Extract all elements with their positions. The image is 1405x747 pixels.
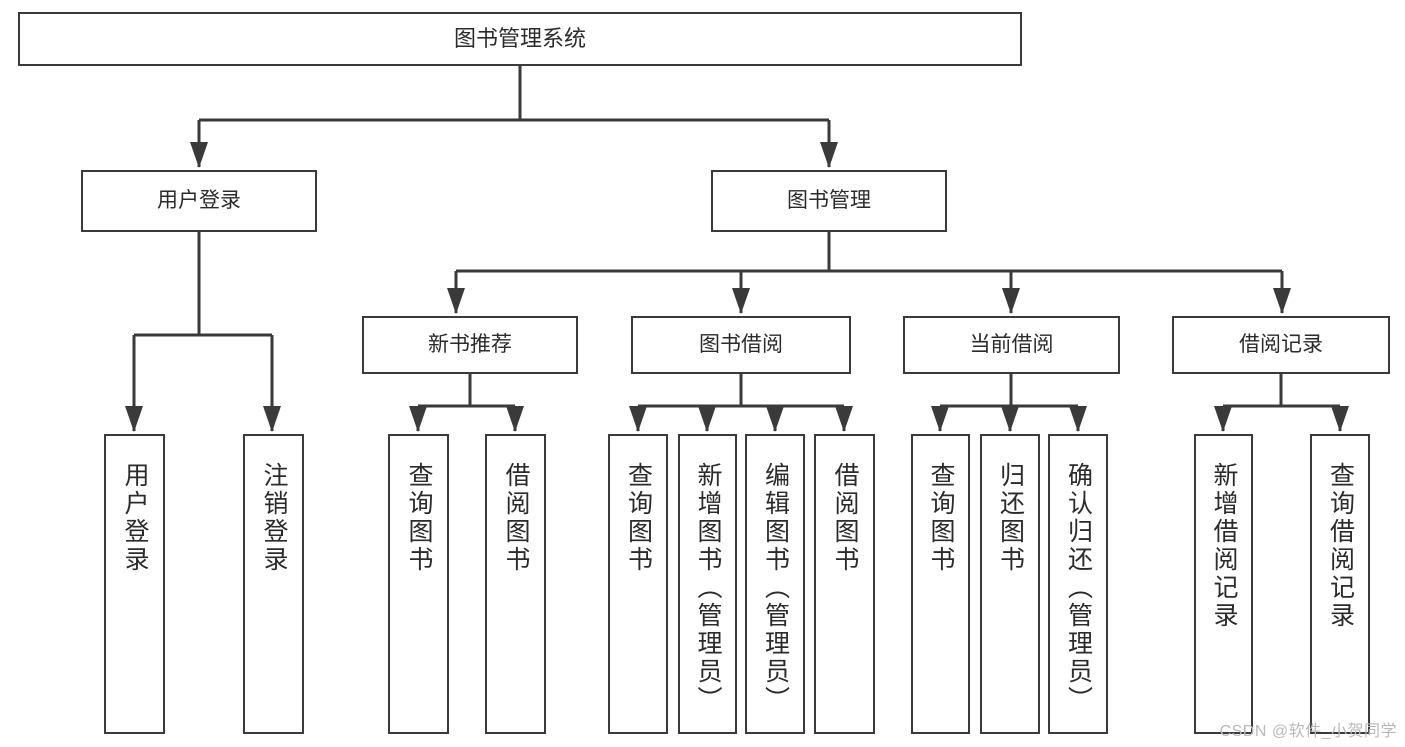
node-label: 查询图书 [927, 462, 955, 574]
node-leaf1[interactable]: 用户登录 [104, 434, 165, 734]
node-label: 确认归还（管理员） [1064, 462, 1093, 714]
node-label: 归还图书 [996, 462, 1025, 574]
node-leaf10[interactable]: 归还图书 [980, 434, 1040, 734]
node-label: 借阅记录 [1239, 332, 1323, 356]
node-root[interactable]: 图书管理系统 [18, 12, 1022, 66]
arrowhead-icon [506, 406, 524, 432]
node-records[interactable]: 借阅记录 [1172, 316, 1390, 374]
node-leaf6[interactable]: 新增图书（管理员） [678, 434, 737, 734]
node-bookmgmt[interactable]: 图书管理 [711, 170, 947, 232]
arrowhead-icon [1069, 406, 1087, 432]
arrowhead-icon [1002, 288, 1020, 314]
node-borrow[interactable]: 图书借阅 [631, 316, 851, 374]
arrowhead-icon [1001, 406, 1019, 432]
node-leaf9[interactable]: 查询图书 [911, 434, 970, 734]
arrowhead-icon [125, 406, 143, 432]
arrowhead-icon [1331, 406, 1349, 432]
node-label: 查询借阅记录 [1326, 462, 1355, 630]
node-label: 新增借阅记录 [1210, 462, 1238, 630]
node-label: 借阅图书 [502, 462, 530, 574]
node-label: 新书推荐 [428, 332, 512, 356]
arrowhead-icon [698, 406, 716, 432]
node-leaf2[interactable]: 注销登录 [243, 434, 304, 734]
node-label: 查询图书 [624, 462, 653, 574]
node-leaf11[interactable]: 确认归还（管理员） [1048, 434, 1108, 734]
node-label: 编辑图书（管理员） [761, 462, 790, 714]
node-label: 查询图书 [405, 462, 433, 574]
node-leaf3[interactable]: 查询图书 [388, 434, 449, 734]
node-leaf12[interactable]: 新增借阅记录 [1194, 434, 1253, 734]
node-label: 图书管理系统 [453, 26, 586, 52]
node-leaf4[interactable]: 借阅图书 [485, 434, 546, 734]
arrowhead-icon [1273, 288, 1291, 314]
node-label: 图书借阅 [699, 332, 783, 356]
arrowhead-icon [263, 406, 281, 432]
node-label: 用户登录 [121, 462, 149, 574]
node-leaf5[interactable]: 查询图书 [608, 434, 668, 734]
arrowhead-icon [629, 406, 647, 432]
arrowhead-icon [820, 142, 838, 168]
node-leaf8[interactable]: 借阅图书 [814, 434, 875, 734]
node-label: 图书管理 [787, 188, 871, 212]
arrowhead-icon [732, 288, 750, 314]
node-newbook[interactable]: 新书推荐 [362, 316, 578, 374]
node-leaf7[interactable]: 编辑图书（管理员） [745, 434, 805, 734]
arrowhead-icon [409, 406, 427, 432]
arrowhead-icon [1214, 406, 1232, 432]
arrowhead-icon [766, 406, 784, 432]
node-label: 借阅图书 [831, 462, 859, 574]
node-label: 新增图书（管理员） [694, 462, 722, 714]
node-label: 注销登录 [260, 462, 288, 574]
node-login[interactable]: 用户登录 [81, 170, 317, 232]
arrowhead-icon [447, 288, 465, 314]
node-label: 用户登录 [157, 188, 241, 212]
node-label: 当前借阅 [969, 332, 1054, 356]
node-leaf13[interactable]: 查询借阅记录 [1310, 434, 1370, 734]
arrowhead-icon [835, 406, 853, 432]
arrowhead-icon [190, 142, 208, 168]
arrowhead-icon [931, 406, 949, 432]
node-current[interactable]: 当前借阅 [903, 316, 1120, 374]
